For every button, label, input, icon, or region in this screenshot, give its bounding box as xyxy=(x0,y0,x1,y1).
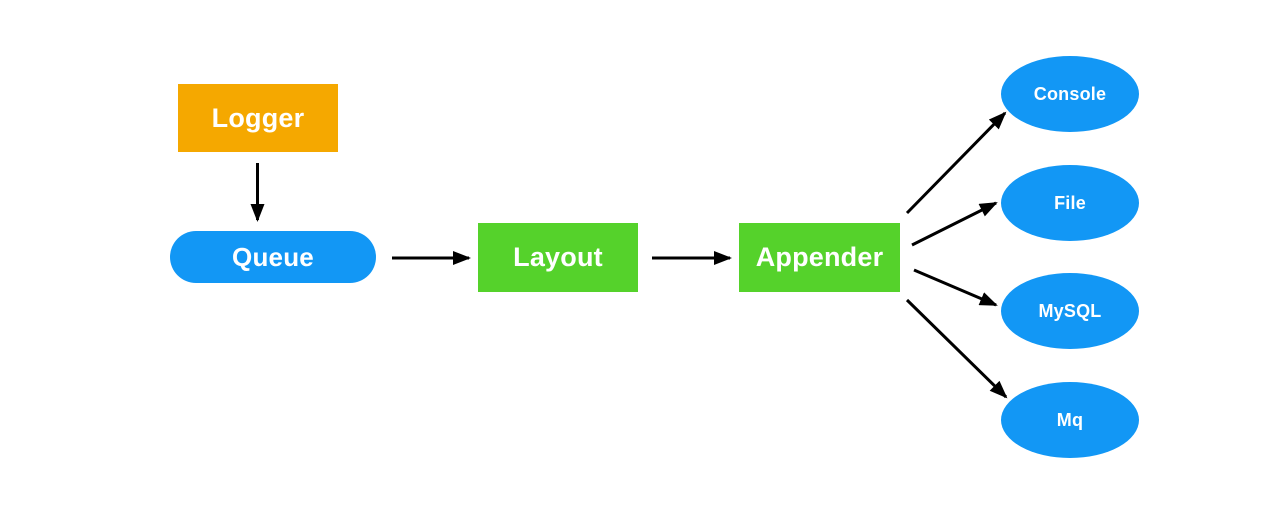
node-output-console: Console xyxy=(1001,56,1139,132)
arrow-appender-to-mq xyxy=(905,298,1008,399)
node-output-file: File xyxy=(1001,165,1139,241)
node-logger: Logger xyxy=(178,84,338,152)
arrow-appender-to-console xyxy=(905,111,1007,215)
node-queue: Queue xyxy=(170,231,376,283)
arrow-appender-to-file xyxy=(911,201,998,247)
arrow-appender-to-mysql xyxy=(913,268,998,307)
node-output-mysql: MySQL xyxy=(1001,273,1139,349)
node-layout: Layout xyxy=(478,223,638,292)
node-output-mq: Mq xyxy=(1001,382,1139,458)
node-appender: Appender xyxy=(739,223,900,292)
